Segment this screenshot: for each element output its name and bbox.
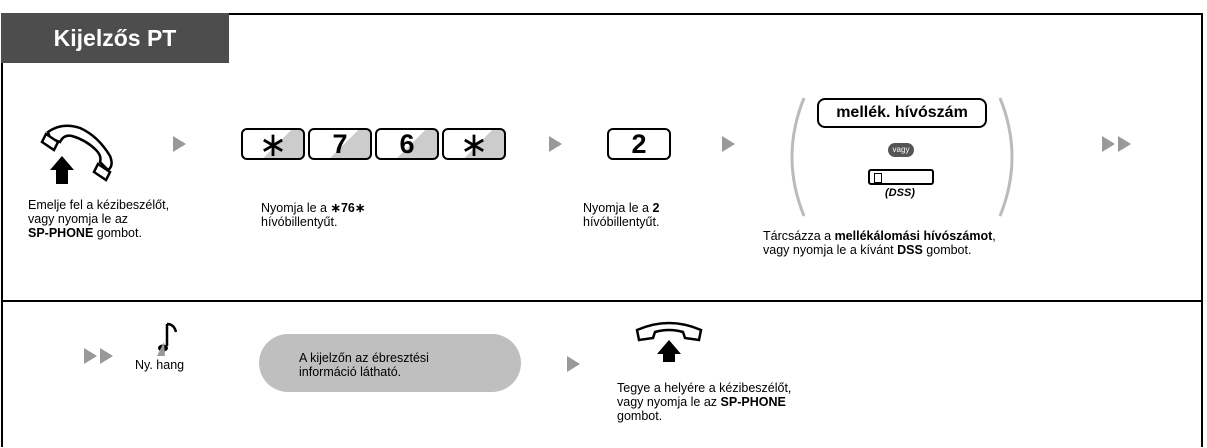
- step4-prefix: Tárcsázza a: [763, 229, 835, 243]
- handset-off-hook-icon: [40, 124, 113, 184]
- or-badge: vagy: [888, 143, 914, 157]
- step4-line2-suffix: gombot.: [922, 243, 972, 257]
- step3-text: Nyomja le a 2 hívóbillentyűt.: [583, 201, 659, 229]
- key-7: 7: [308, 128, 372, 160]
- step4-text: Tárcsázza a mellékálomási hívószámot, va…: [763, 229, 996, 257]
- key-6: 6: [375, 128, 439, 160]
- step6-line3: gombot.: [617, 409, 663, 423]
- step4-line2-prefix: vagy nyomja le a kívánt: [763, 243, 898, 257]
- step1-text: Emelje fel a kézibeszélőt, vagy nyomja l…: [28, 198, 169, 240]
- section-divider: [3, 300, 1203, 302]
- step1-line1: Emelje fel a kézibeszélőt,: [28, 198, 170, 212]
- step6-text: Tegye a helyére a kézibeszélőt, vagy nyo…: [617, 381, 791, 423]
- arrow-right-icon: [173, 136, 186, 152]
- bubble-line1: A kijelzőn az ébresztési: [299, 351, 429, 365]
- step3-line2: hívóbillentyűt.: [583, 215, 660, 229]
- step2-line2: hívóbillentyűt.: [261, 215, 338, 229]
- arrow-right-icon: [567, 356, 580, 372]
- step6-line2-prefix: vagy nyomja le az: [617, 395, 721, 409]
- arrow-right-icon: [549, 136, 562, 152]
- key-star: ∗: [442, 128, 506, 162]
- step3-prefix: Nyomja le a: [583, 201, 653, 215]
- step1-rest: gombot.: [93, 226, 142, 240]
- music-note-icon: [157, 322, 178, 356]
- bubble-text: A kijelzőn az ébresztési információ láth…: [299, 351, 429, 379]
- step4-suffix: ,: [992, 229, 996, 243]
- step4-bold: mellékálomási hívószámot: [834, 229, 993, 243]
- double-arrow-right-icon: [1102, 136, 1115, 152]
- step1-bold: SP-PHONE: [28, 226, 94, 240]
- step6-line1: Tegye a helyére a kézibeszélőt,: [617, 381, 792, 395]
- bubble-line2: információ látható.: [299, 365, 402, 379]
- frame: [1, 13, 1203, 447]
- tone-label: Ny. hang: [135, 358, 185, 372]
- key-2: 2: [607, 128, 671, 160]
- double-arrow-right-icon: [100, 348, 113, 364]
- page-title: Kijelzős PT: [1, 13, 229, 63]
- display-info-bubble: [259, 334, 521, 392]
- step1-line2: vagy nyomja le az: [28, 212, 129, 226]
- step2-text: Nyomja le a ∗76∗ hívóbillentyűt.: [261, 201, 365, 229]
- right-bracket-icon: [998, 97, 1014, 217]
- key-star: ∗: [241, 128, 305, 162]
- double-arrow-right-icon: [1118, 136, 1131, 152]
- step3-bold: 2: [652, 201, 660, 215]
- step6-line2-bold: SP-PHONE: [720, 395, 786, 409]
- step2-bold: ∗76∗: [330, 201, 366, 215]
- dss-label: (DSS): [885, 187, 915, 199]
- extension-number-box: mellék. hívószám: [817, 98, 987, 128]
- handset-on-hook-icon: [635, 321, 703, 362]
- dss-button-icon: [868, 169, 934, 185]
- step4-line2-bold: DSS: [897, 243, 923, 257]
- arrow-right-icon: [722, 136, 735, 152]
- left-bracket-icon: [790, 97, 806, 217]
- double-arrow-right-icon: [84, 348, 97, 364]
- step2-prefix: Nyomja le a: [261, 201, 331, 215]
